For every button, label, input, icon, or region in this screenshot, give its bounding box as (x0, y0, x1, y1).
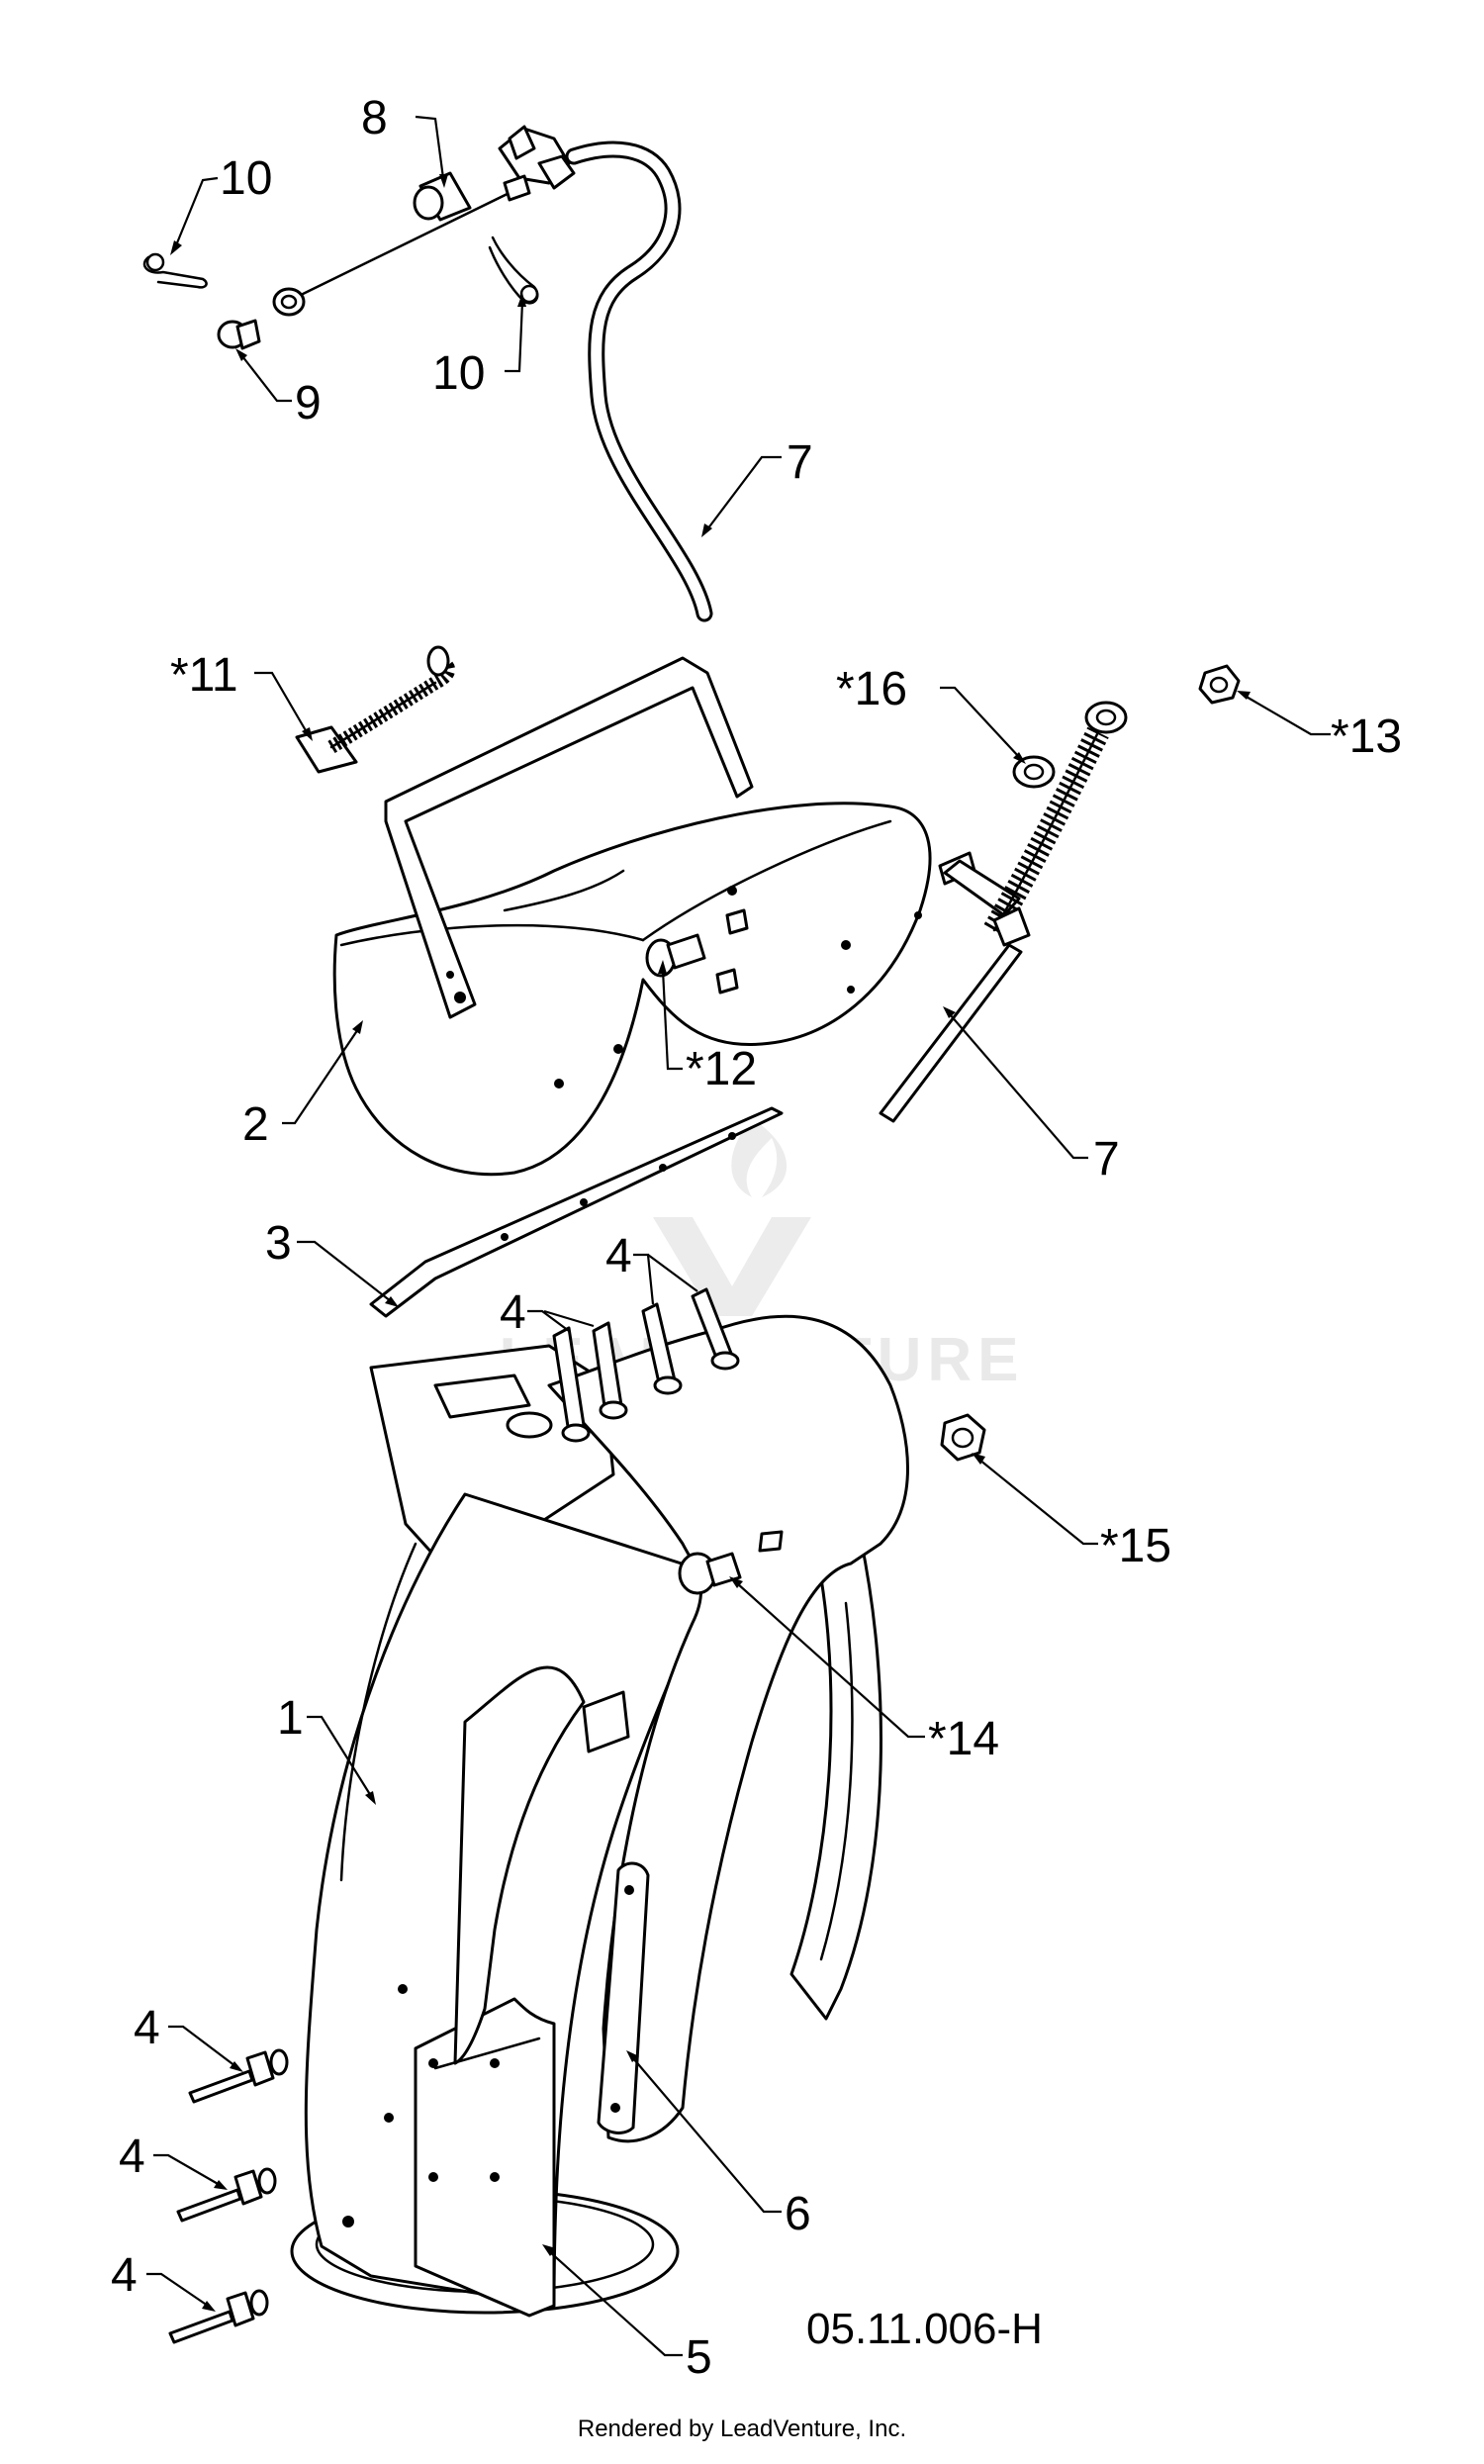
callout-10-top-right: 10 (432, 347, 485, 400)
part-6-inner-plate (547, 1314, 909, 2143)
callout-6: 6 (785, 2188, 811, 2240)
callout-10-top-left: 10 (220, 152, 272, 205)
callout-14: *14 (928, 1713, 999, 1765)
callout-4-rivet-3: 4 (111, 2249, 138, 2302)
callout-9: 9 (295, 377, 322, 429)
part-7-rod-lower (879, 701, 1128, 1123)
part-8-9-10-lever (142, 125, 576, 350)
part-7-cable-upper (565, 141, 713, 622)
callout-8: 8 (361, 92, 388, 144)
callout-12: *12 (686, 1043, 757, 1095)
callout-16: *16 (836, 663, 907, 715)
callout-3: 3 (265, 1217, 292, 1270)
callout-7-lower: 7 (1093, 1133, 1120, 1185)
callout-4-top-right: 4 (605, 1230, 632, 1282)
callout-4-rivet-2: 4 (119, 2131, 145, 2183)
part-3-strip (369, 1106, 784, 1318)
part-11-spring (295, 645, 456, 774)
part-2-upper-deflector (332, 656, 932, 1177)
callout-13: *13 (1331, 711, 1402, 763)
diagram-reference-code: 05.11.006-H (806, 2305, 1043, 2353)
callout-4-top-left: 4 (500, 1286, 526, 1339)
callout-4-rivet-1: 4 (134, 2002, 160, 2054)
leader-lines (146, 115, 1331, 2357)
part-4-rivets-top (552, 1287, 740, 1443)
callout-5: 5 (686, 2331, 712, 2384)
callout-1: 1 (277, 1692, 304, 1745)
part-5-flap (414, 1665, 586, 2318)
part-13-nut (1198, 664, 1241, 705)
part-16-washer (1012, 755, 1056, 789)
callout-2: 2 (242, 1098, 269, 1151)
callout-15: *15 (1100, 1520, 1171, 1572)
callout-11: *11 (170, 649, 238, 702)
render-credit: Rendered by LeadVenture, Inc. (578, 2416, 906, 2442)
part-15-nut (940, 1413, 986, 1462)
callout-labels: 10 8 9 10 7 *11 *16 *13 2 *12 7 3 4 4 *1… (111, 92, 1402, 2442)
callout-7-upper: 7 (787, 436, 813, 489)
part-4-rivets-left (168, 2048, 289, 2344)
